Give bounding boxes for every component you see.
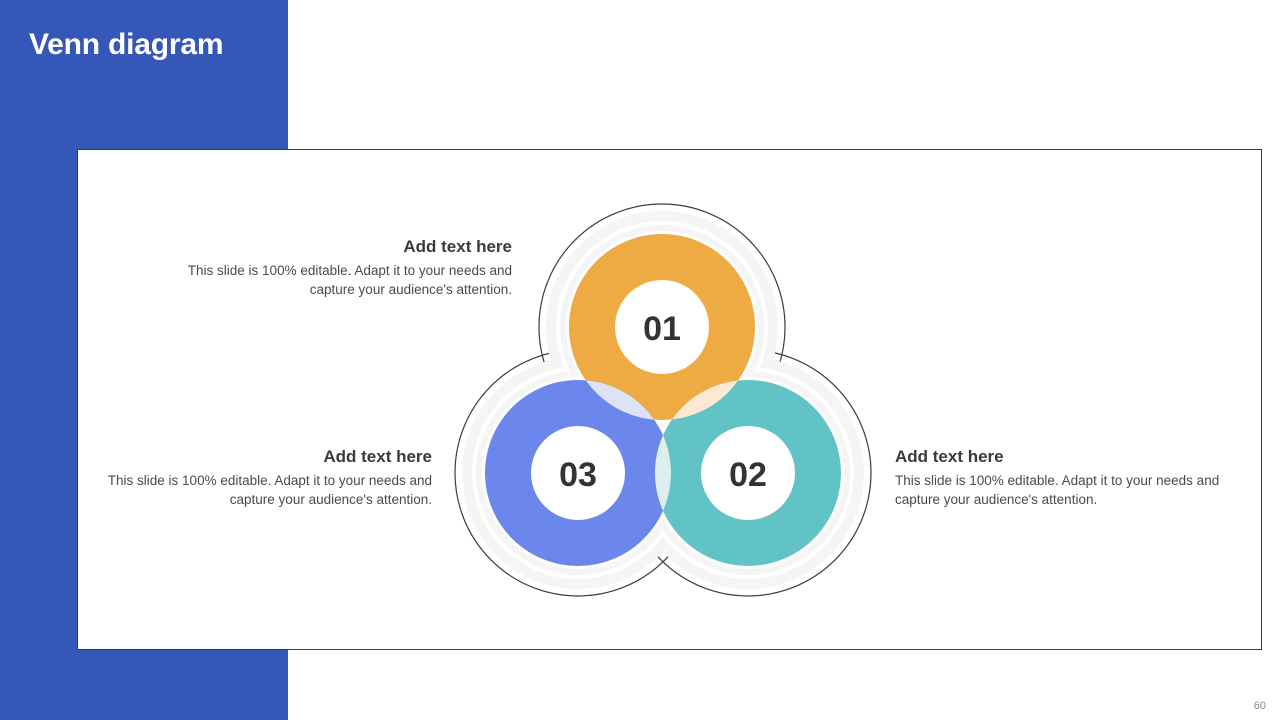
venn-text-body-01: This slide is 100% editable. Adapt it to… <box>187 263 512 297</box>
venn-text-title-02: Add text here <box>895 447 1004 466</box>
venn-text-title-01: Add text here <box>403 237 512 256</box>
center-circle-02 <box>701 426 795 520</box>
venn-diagram-graphic: 01 03 02 <box>454 203 872 597</box>
venn-text-title-03: Add text here <box>323 447 432 466</box>
venn-text-block-02: Add text here This slide is 100% editabl… <box>895 447 1235 509</box>
page-number: 60 <box>1253 700 1266 712</box>
venn-number-03: 03 <box>559 456 597 494</box>
center-circle-03 <box>531 426 625 520</box>
center-circle-01 <box>615 280 709 374</box>
venn-text-body-03: This slide is 100% editable. Adapt it to… <box>107 473 432 507</box>
venn-text-body-02: This slide is 100% editable. Adapt it to… <box>895 473 1220 507</box>
venn-number-02: 02 <box>729 456 767 494</box>
venn-number-01: 01 <box>643 310 681 348</box>
venn-text-block-03: Add text here This slide is 100% editabl… <box>70 447 432 509</box>
venn-number-labels: 01 03 02 <box>559 310 767 494</box>
venn-center-circles <box>531 280 795 520</box>
page-title: Venn diagram <box>29 28 224 61</box>
venn-text-block-01: Add text here This slide is 100% editabl… <box>150 237 512 299</box>
